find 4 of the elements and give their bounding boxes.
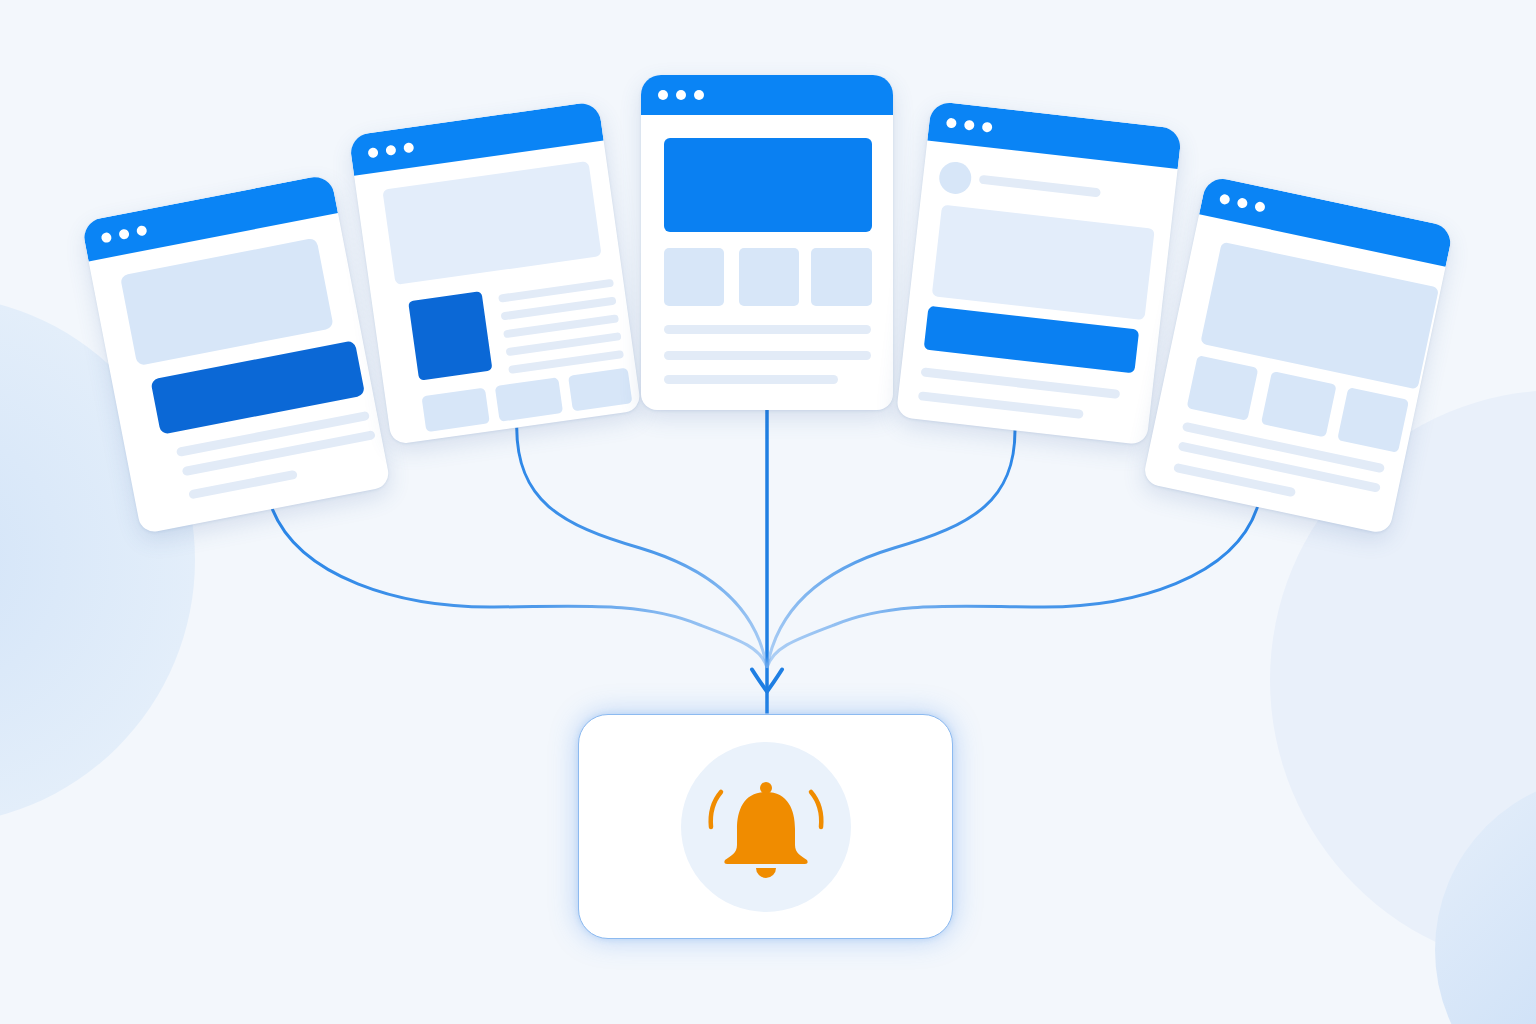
- browser-window-illustration: [641, 74, 893, 410]
- connector-line: [270, 508, 769, 669]
- notification-box: [577, 713, 953, 939]
- connector-line: [765, 506, 1259, 669]
